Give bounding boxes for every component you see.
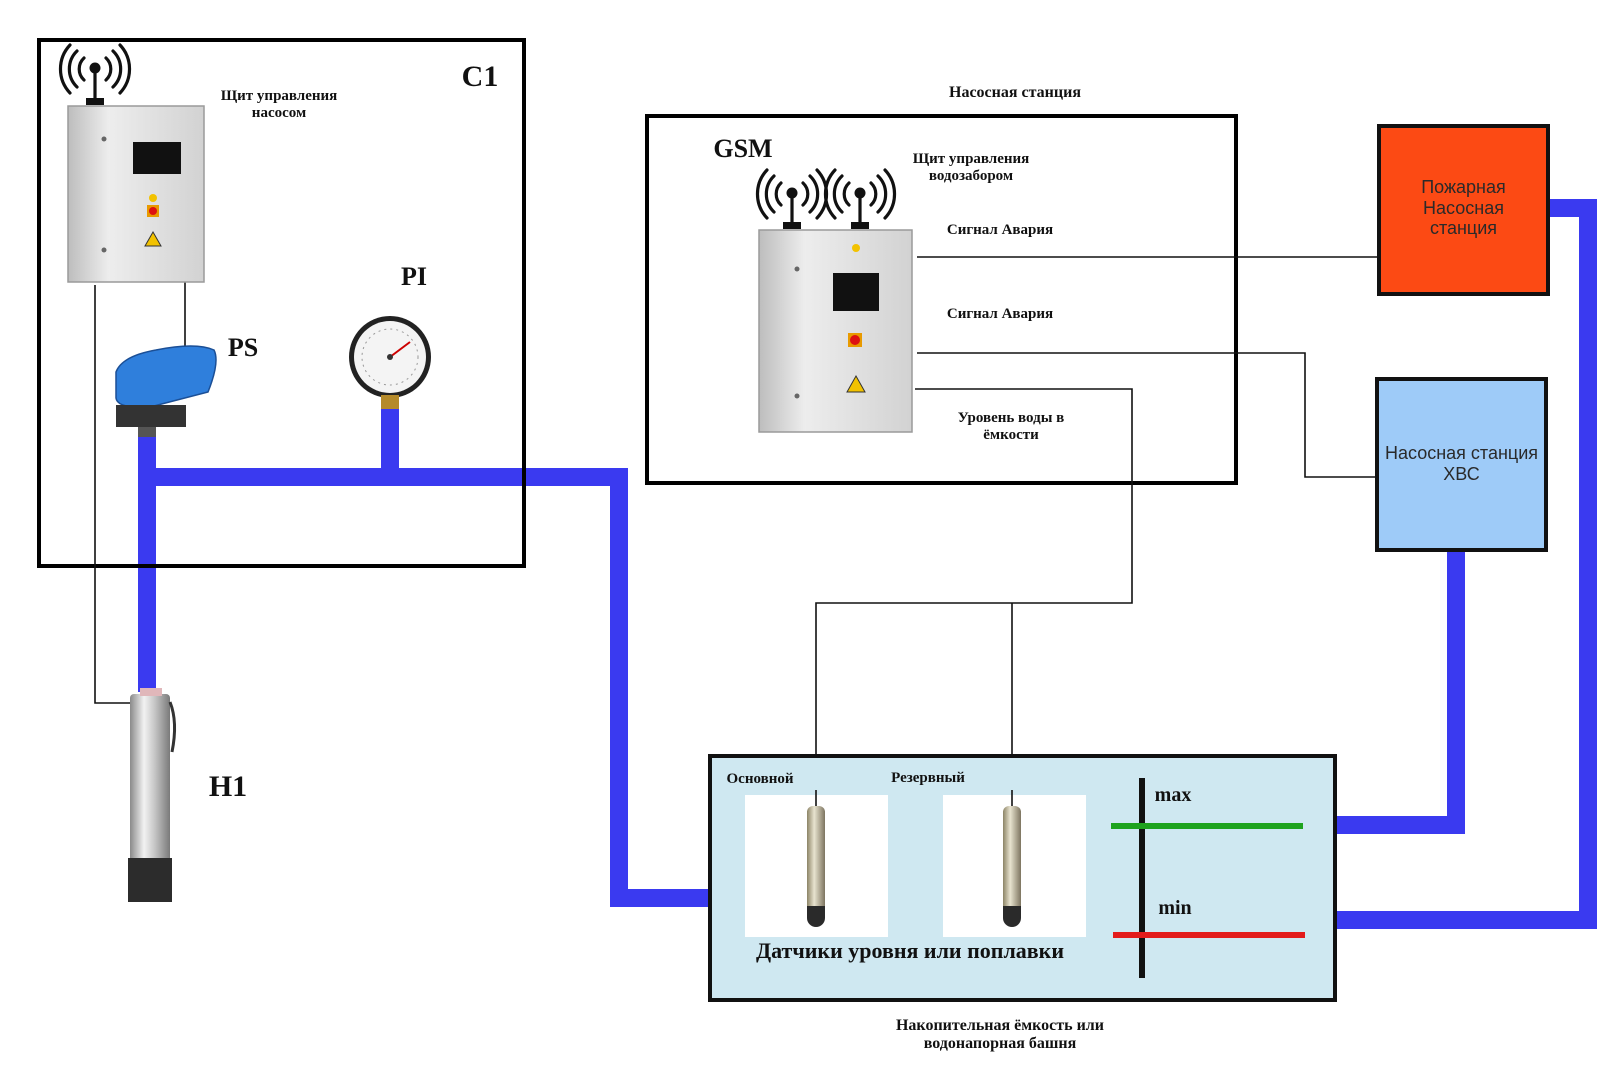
fire-station-label: Пожарная Насосная станция [1421,177,1506,239]
water-level-label: Уровень воды в ёмкости [957,410,1065,444]
pressure-gauge-icon [349,316,431,409]
wire-panel-pump [94,285,137,704]
c1-frame [37,38,526,568]
tank-caption: Накопительная ёмкость или водонапорная б… [895,1017,1104,1053]
antenna-icon [755,168,829,229]
alarm-signal-2-label: Сигнал Авария [946,306,1054,322]
sensor-reserve-label: Резервный [891,770,965,786]
control-panel-icon [67,105,205,283]
pump-station-frame [645,114,1238,485]
wire-level [815,388,1133,790]
wire-alarm-cold [917,352,1377,478]
max-label: max [1154,784,1192,806]
level-sensor-icon [1003,790,1021,927]
pipes [138,199,1597,929]
ps-label: PS [227,333,259,362]
antenna-icon [58,43,132,105]
pipe-fire [1334,199,1597,929]
pump-station-title: Насосная станция [949,84,1081,101]
cold-water-station-label: Насосная станция ХВС [1384,443,1539,484]
pi-label: PI [401,262,427,291]
sensors-caption: Датчики уровня или поплавки [755,938,1065,963]
gsm-label: GSM [713,134,773,163]
level-sensor-icon [807,790,825,927]
alarm-signal-1-label: Сигнал Авария [946,222,1054,238]
submersible-pump-icon [128,688,177,902]
h1-label: H1 [208,770,248,803]
control-panel-icon [758,229,913,433]
sensor-main-label: Основной [726,771,794,787]
pump-panel-label: Щит управления насосом [220,88,338,122]
c1-label: C1 [461,60,499,93]
min-label: min [1158,897,1192,919]
antenna-icon [823,168,897,229]
pipe-cold-water [1334,548,1465,834]
fire-station-box [1377,124,1550,296]
signal-wires [94,256,1379,790]
pressure-switch-icon [115,345,217,437]
cold-water-station-box [1375,377,1548,552]
intake-panel-label: Щит управления водозабором [912,151,1030,185]
pipe-main-line [147,468,714,907]
